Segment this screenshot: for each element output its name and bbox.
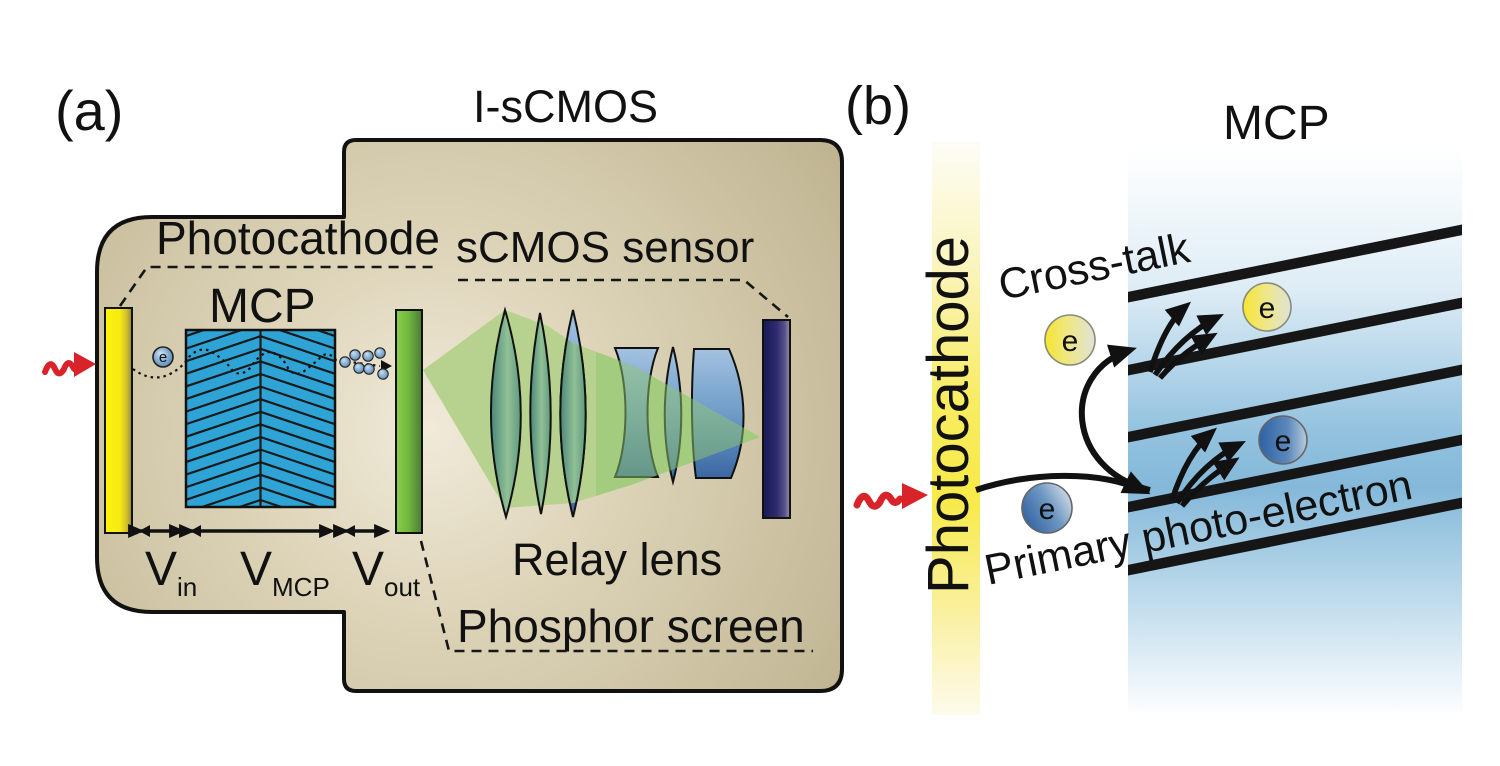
v-mcp-label: VMCP	[240, 543, 330, 602]
electron-sphere	[1044, 314, 1096, 366]
panel-b: (b) MCP Photocathode	[845, 76, 1462, 715]
cloud-electron	[339, 356, 351, 368]
burst-arrow	[1147, 301, 1192, 373]
photon-arrow-b	[853, 483, 928, 510]
channel-wall	[1128, 364, 1462, 443]
v-in-base: V	[145, 543, 177, 596]
relay-lens-label: Relay lens	[512, 534, 722, 585]
electron-sphere	[1258, 415, 1308, 465]
lens-element-3-lit	[559, 310, 587, 508]
cross-talk-electron-free: e	[1044, 314, 1096, 366]
lens-element-2	[529, 312, 552, 515]
electron-sphere	[1021, 482, 1073, 534]
mcp-label-a: MCP	[209, 280, 316, 333]
photon-wave	[853, 491, 904, 510]
photocathode-strip-b	[932, 142, 980, 715]
v-out-left-head	[344, 525, 355, 537]
photocathode-label-b: Photocathode	[916, 236, 981, 594]
secondary-burst-channel-2	[1169, 427, 1246, 508]
electron-glyph: e	[1062, 325, 1079, 358]
photo-electron-a: e	[152, 346, 174, 368]
cloud-electron	[353, 362, 365, 374]
burst-arrow	[1169, 427, 1217, 501]
panel-b-title: MCP	[1223, 97, 1330, 150]
primary-electron-in-channel: e	[1258, 415, 1308, 465]
photocathode-pointer-line	[118, 265, 438, 307]
cloud-electron	[362, 350, 374, 362]
panel-b-label: (b)	[845, 76, 911, 136]
photocathode-bar-a	[104, 307, 133, 534]
panel-a-title: I-sCMOS	[473, 81, 658, 132]
phosphor-screen-bar	[395, 309, 423, 534]
electron-glyph: e	[159, 349, 167, 366]
electron-glyph: e	[1039, 493, 1056, 526]
photon-arrowhead	[74, 352, 96, 377]
v-in-label: Vin	[145, 543, 197, 602]
v-in-left-head	[139, 525, 150, 537]
electron-trajectory-a	[132, 348, 381, 379]
photon-arrow-a	[42, 352, 96, 377]
burst-arrow	[1157, 332, 1218, 380]
v-out-sub: out	[384, 572, 421, 602]
channel-wall	[1128, 497, 1462, 576]
burst-arrow	[1174, 441, 1246, 505]
scmos-sensor-bar	[762, 319, 791, 519]
primary-electron-free: e	[1021, 482, 1073, 534]
cloud-electron	[363, 363, 375, 375]
cross-talk-arc	[1078, 344, 1151, 493]
burst-arrow	[1179, 457, 1240, 508]
phosphor-screen-label: Phosphor screen	[457, 600, 805, 652]
cloud-electron	[377, 368, 389, 380]
scmos-sensor-pointer-line	[458, 278, 789, 318]
mcp-chevron-channels	[187, 331, 334, 506]
mcp-box	[184, 328, 337, 509]
photocathode-label-a: Photocathode	[156, 212, 440, 264]
phosphor-screen-pointer-line	[419, 540, 813, 653]
v-in-sub: in	[177, 572, 197, 602]
v-mcp-base: V	[240, 543, 272, 596]
v-out-label: Vout	[352, 543, 421, 602]
photon-arrowhead	[902, 483, 928, 509]
electron-glyph: e	[1259, 292, 1276, 325]
electron-glyph: e	[1275, 425, 1292, 458]
electron-sphere	[1242, 282, 1292, 332]
scmos-sensor-label: sCMOS sensor	[456, 223, 754, 272]
cloud-electron	[374, 347, 386, 359]
electron-sphere	[152, 346, 174, 368]
v-mcp-sub: MCP	[272, 572, 330, 602]
channel-wall	[1128, 224, 1462, 303]
panel-a-label: (a)	[55, 79, 123, 142]
secondary-burst-channel-1	[1147, 301, 1224, 380]
burst-arrow	[1152, 314, 1224, 377]
cloud-electron	[349, 349, 361, 361]
panel-a: (a) I-sCMOS Photocathode MCP sCMOS senso…	[42, 79, 844, 693]
v-out-base: V	[352, 543, 384, 596]
electron-cloud	[339, 347, 389, 380]
cross-talk-electron-in-channel: e	[1242, 282, 1292, 332]
lens-element-1	[489, 306, 522, 521]
v-mcp-left-head	[190, 525, 201, 537]
